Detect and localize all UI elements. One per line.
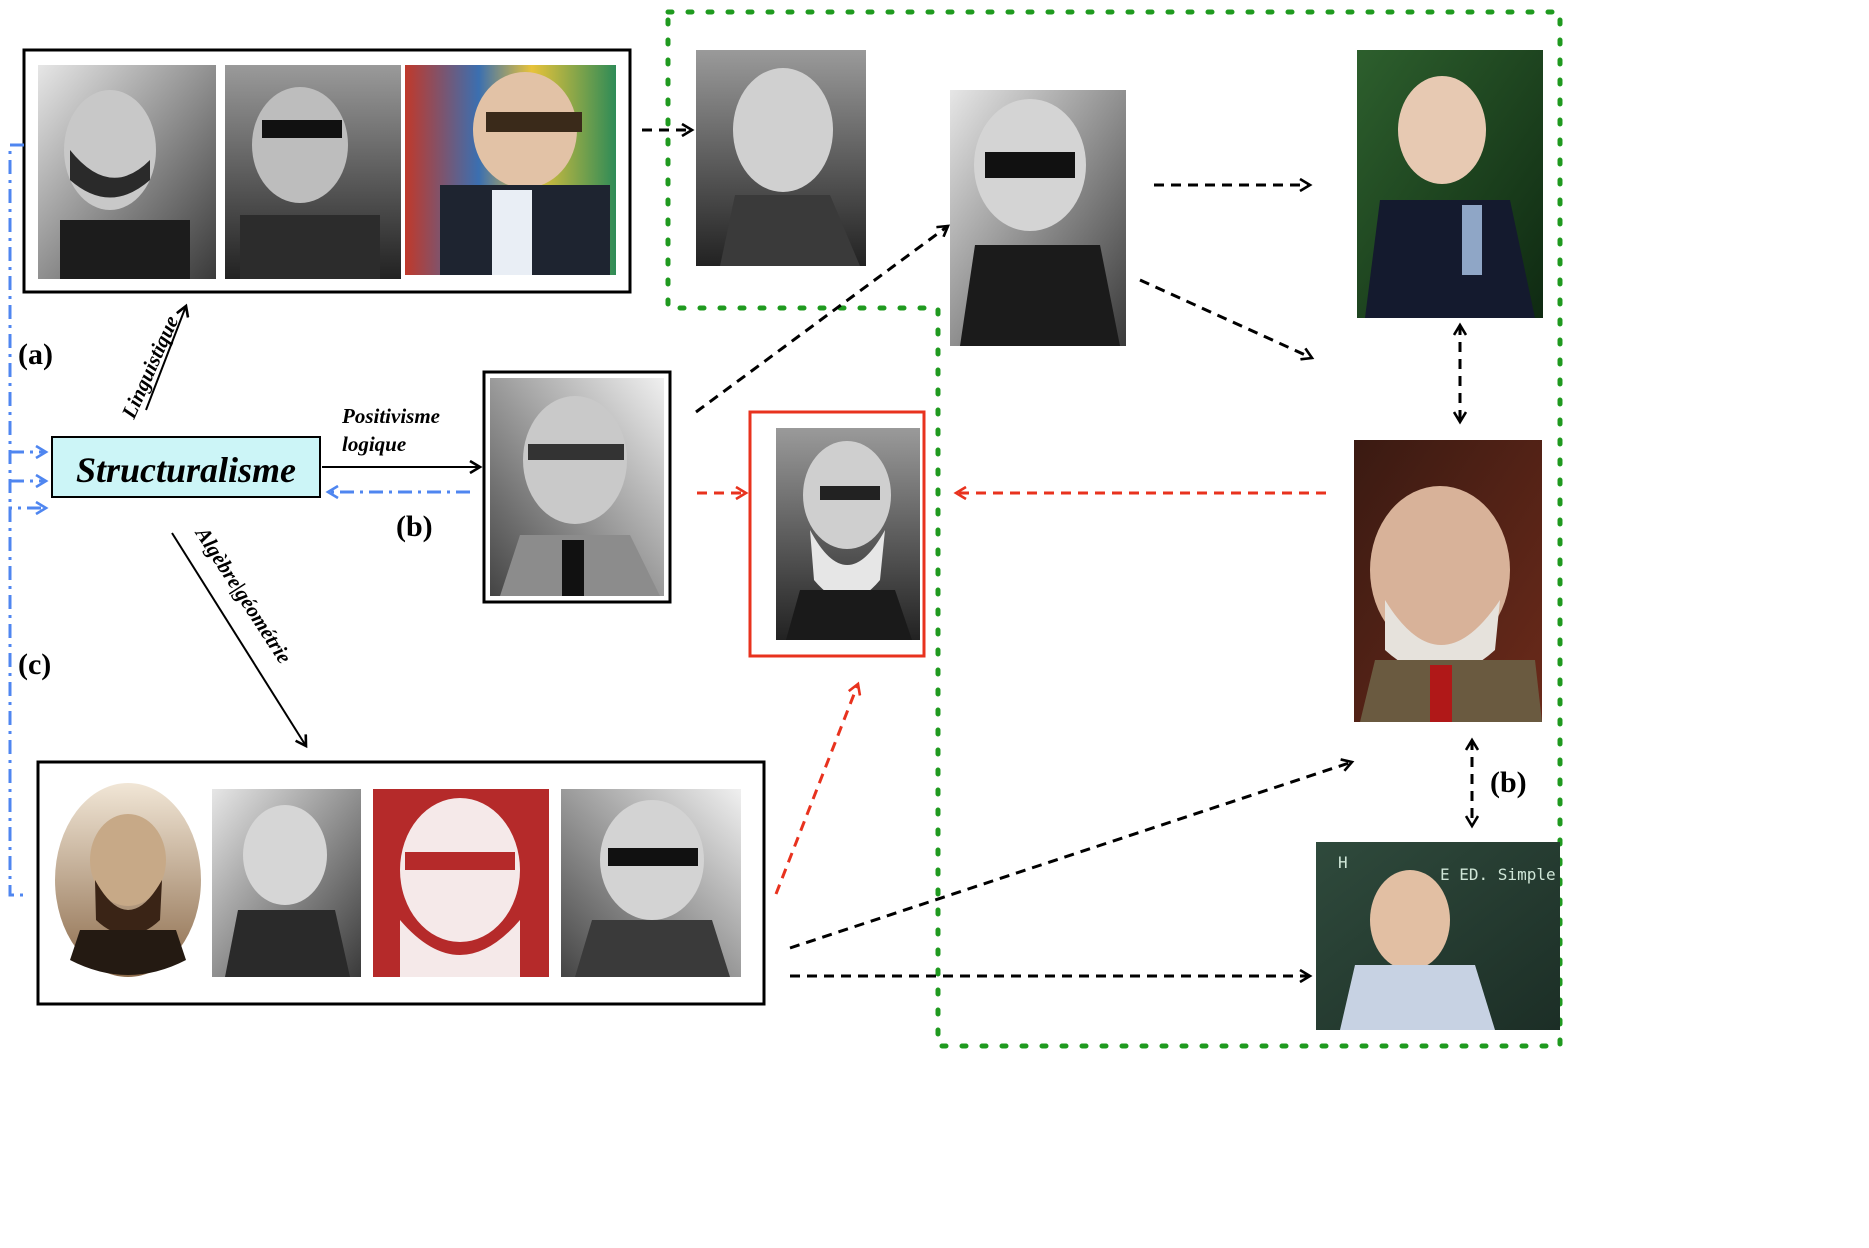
portrait-linguistics-3: [405, 65, 616, 275]
structuralisme-label: Structuralisme: [76, 450, 296, 490]
arrow-algebra-to-right-middle: [789, 762, 1352, 950]
positivisme-label-line1: Positivisme: [341, 404, 440, 428]
arrow-algebra-to-red: [774, 684, 858, 895]
portrait-right-middle: [1354, 440, 1542, 722]
blue-arrow-in-3: [8, 508, 46, 520]
portrait-right-top: [1357, 50, 1543, 318]
blue-feedback-bracket: [8, 143, 24, 897]
portrait-top-middle: [696, 50, 866, 266]
marker-b-right: (b): [1490, 766, 1527, 799]
linguistique-label: Linguistique: [116, 312, 183, 423]
structuralisme-box: [51, 436, 321, 498]
arrow-algebre: [171, 532, 306, 746]
portrait-linguistics-1: [38, 65, 216, 279]
arrow-linguistique: [145, 306, 186, 411]
svg-text:H: H: [1338, 853, 1348, 872]
svg-text:E ED. Simple: E ED. Simple: [1440, 865, 1556, 884]
marker-a: (a): [18, 338, 53, 371]
marker-c: (c): [18, 648, 51, 681]
portrait-algebra-3: [373, 789, 549, 977]
portrait-algebra-1: [55, 783, 201, 977]
portrait-right-bottom: H E ED. Simple: [1316, 842, 1560, 1030]
portrait-positivism: [490, 378, 664, 596]
marker-b-left: (b): [396, 510, 433, 543]
portrait-center-red: [776, 428, 920, 640]
positivisme-label-line2: logique: [342, 432, 406, 456]
portrait-algebra-2: [212, 789, 361, 977]
arrow-positivism-to-center-top: [695, 226, 948, 414]
arrow-center-top-to-right-middle: [1139, 278, 1312, 358]
portrait-algebra-4: [561, 789, 741, 977]
portrait-center-top: [950, 90, 1126, 346]
portrait-linguistics-2: [225, 65, 401, 279]
